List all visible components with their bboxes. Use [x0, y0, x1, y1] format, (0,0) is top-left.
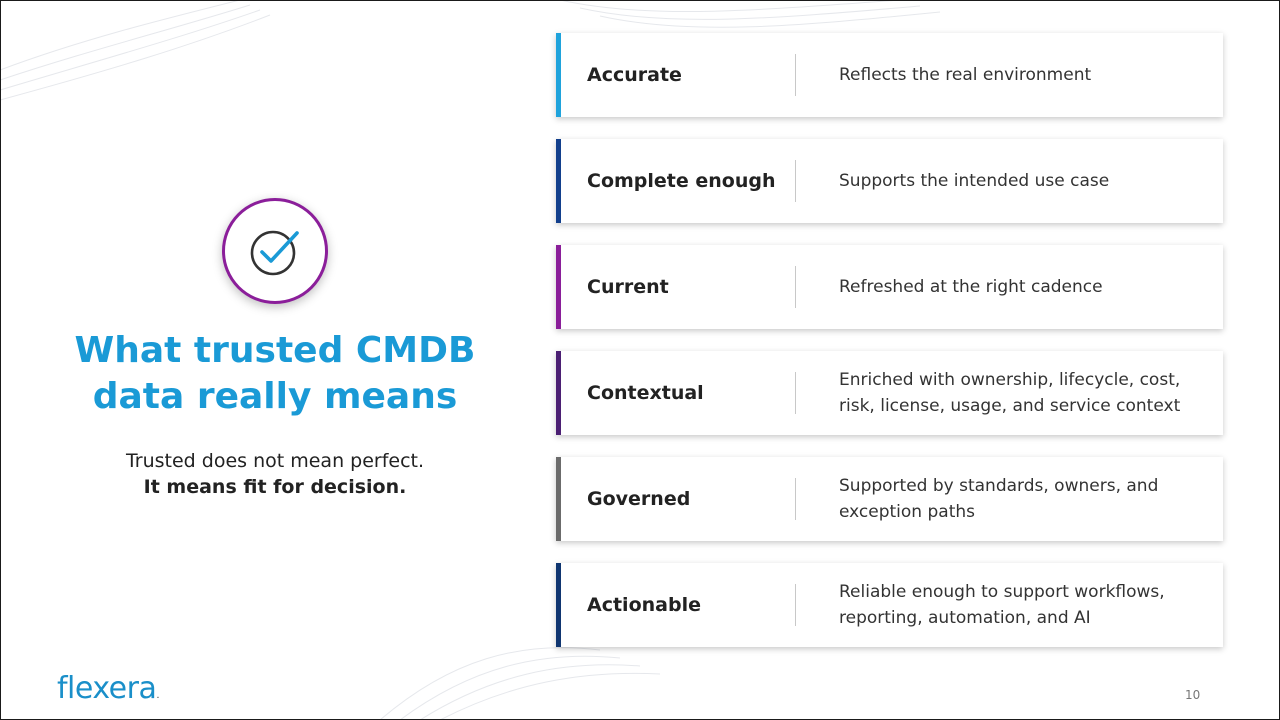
- card-description-line-1: Reliable enough to support workflows,: [839, 582, 1165, 602]
- checkmark-circle-icon: [250, 230, 299, 276]
- card-description: Reliable enough to support workflows, re…: [796, 579, 1199, 631]
- card-current: Current Refreshed at the right cadence: [556, 245, 1223, 329]
- card-divider: [795, 372, 796, 414]
- card-label: Complete enough: [587, 170, 776, 192]
- flexera-logo: flexera.: [57, 671, 159, 706]
- attribute-card-list: Accurate Reflects the real environment C…: [556, 33, 1223, 669]
- card-accurate: Accurate Reflects the real environment: [556, 33, 1223, 117]
- card-description-line-1: Reflects the real environment: [839, 65, 1092, 85]
- card-description: Enriched with ownership, lifecycle, cost…: [796, 367, 1199, 419]
- card-description: Reflects the real environment: [796, 62, 1199, 88]
- card-description-line-1: Enriched with ownership, lifecycle, cost…: [839, 370, 1181, 390]
- subtitle-line-1: Trusted does not mean perfect.: [125, 450, 425, 472]
- logo-text: flexera: [57, 671, 157, 706]
- card-divider: [795, 266, 796, 308]
- card-description: Supports the intended use case: [796, 168, 1199, 194]
- card-label: Accurate: [587, 64, 682, 86]
- card-description-line-1: Supported by standards, owners, and: [839, 476, 1159, 496]
- card-governed: Governed Supported by standards, owners,…: [556, 457, 1223, 541]
- card-label: Current: [587, 276, 669, 298]
- card-description: Supported by standards, owners, and exce…: [796, 473, 1199, 525]
- card-accent: [556, 33, 561, 117]
- card-divider: [795, 584, 796, 626]
- subtitle: Trusted does not mean perfect. It means …: [60, 448, 490, 500]
- card-description-line-2: reporting, automation, and AI: [839, 608, 1091, 628]
- card-description-line-1: Refreshed at the right cadence: [839, 277, 1103, 297]
- card-description-line-2: risk, license, usage, and service contex…: [839, 396, 1181, 416]
- subtitle-line-2: It means fit for decision.: [143, 476, 407, 498]
- card-complete-enough: Complete enough Supports the intended us…: [556, 139, 1223, 223]
- card-label: Actionable: [587, 594, 701, 616]
- card-accent: [556, 457, 561, 541]
- card-divider: [795, 160, 796, 202]
- page-number: 10: [1185, 688, 1201, 702]
- card-description-line-2: exception paths: [839, 502, 975, 522]
- card-contextual: Contextual Enriched with ownership, life…: [556, 351, 1223, 435]
- title-line-2: data really means: [92, 376, 458, 417]
- card-accent: [556, 139, 561, 223]
- card-label: Contextual: [587, 382, 704, 404]
- card-accent: [556, 563, 561, 647]
- card-divider: [795, 478, 796, 520]
- card-divider: [795, 54, 796, 96]
- card-accent: [556, 245, 561, 329]
- card-description: Refreshed at the right cadence: [796, 274, 1199, 300]
- card-actionable: Actionable Reliable enough to support wo…: [556, 563, 1223, 647]
- page-title: What trusted CMDB data really means: [70, 328, 480, 420]
- card-label: Governed: [587, 488, 691, 510]
- checkmark-circle: [222, 198, 328, 304]
- card-description-line-1: Supports the intended use case: [839, 171, 1110, 191]
- title-line-1: What trusted CMDB: [74, 330, 476, 371]
- card-accent: [556, 351, 561, 435]
- logo-mark: .: [156, 690, 160, 701]
